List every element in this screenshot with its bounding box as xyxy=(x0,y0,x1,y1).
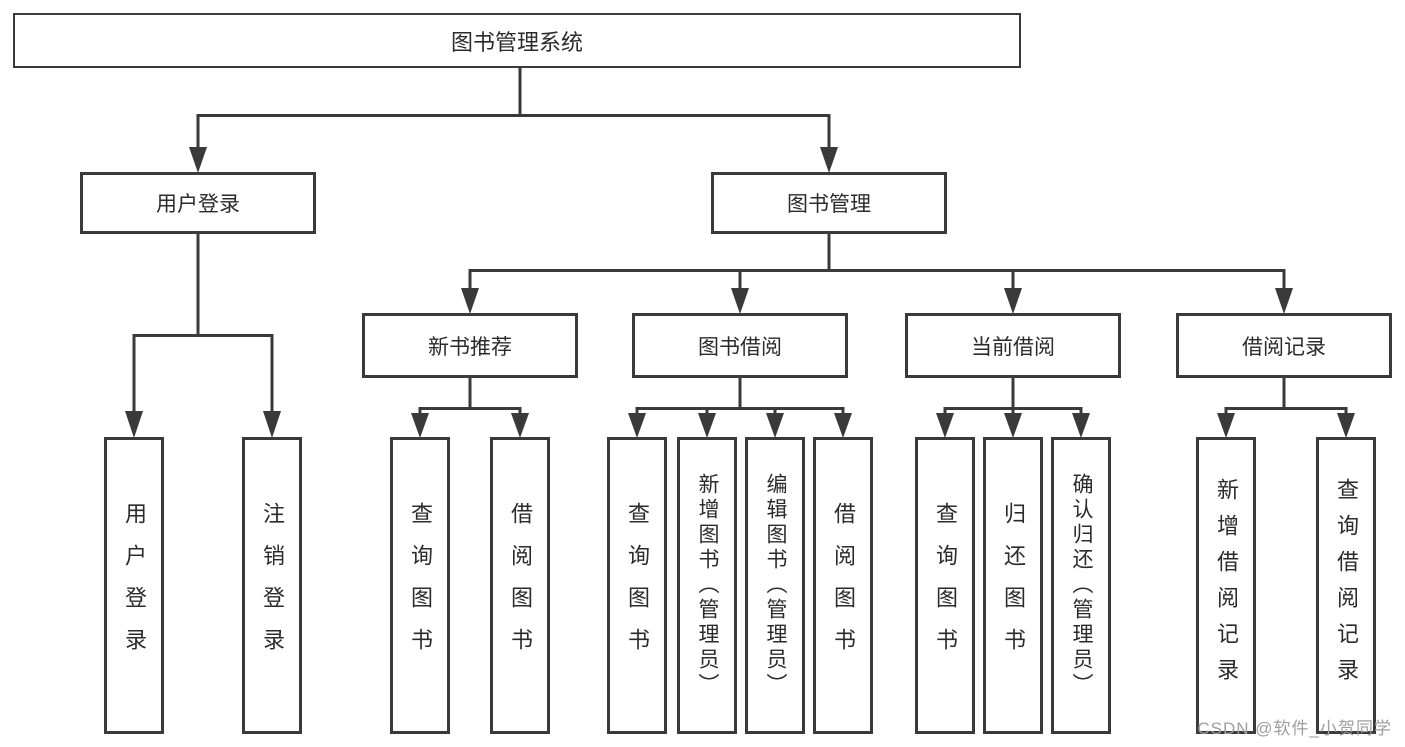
leaf-label: 查询图书 xyxy=(625,501,650,670)
leaf-logout: 注销登录 xyxy=(242,437,302,734)
node-book-borrow: 图书借阅 xyxy=(632,313,848,378)
arrowhead xyxy=(1275,288,1293,314)
arrowhead xyxy=(936,413,954,438)
leaf-borrow-books-recommend: 借阅图书 xyxy=(490,437,550,734)
leaf-add-books-admin: 新增图书（管理员） xyxy=(677,437,737,734)
leaf-label: 查询借阅记录 xyxy=(1334,477,1359,694)
node-library-system: 图书管理系统 xyxy=(13,13,1021,68)
arrowhead xyxy=(820,147,838,173)
leaf-query-books-borrow: 查询图书 xyxy=(607,437,667,734)
arrowhead xyxy=(1337,413,1355,438)
arrowhead xyxy=(628,413,646,438)
leaf-label: 用户登录 xyxy=(122,501,147,670)
leaf-query-books-recommend: 查询图书 xyxy=(390,437,450,734)
leaf-return-books: 归还图书 xyxy=(983,437,1043,734)
arrowhead xyxy=(834,413,852,438)
leaf-confirm-return-admin: 确认归还（管理员） xyxy=(1051,437,1111,734)
node-user-login: 用户登录 xyxy=(80,172,316,234)
leaf-label: 确认归还（管理员） xyxy=(1070,473,1093,698)
node-borrow-records: 借阅记录 xyxy=(1176,313,1392,378)
leaf-label: 新增借阅记录 xyxy=(1214,477,1239,694)
leaf-add-borrow-record: 新增借阅记录 xyxy=(1196,437,1256,734)
node-current-borrow: 当前借阅 xyxy=(905,313,1121,378)
csdn-watermark: CSDN @软件_小贺同学 xyxy=(1197,719,1392,738)
arrowhead xyxy=(511,413,529,438)
arrowhead xyxy=(189,147,207,173)
leaf-borrow-books: 借阅图书 xyxy=(813,437,873,734)
node-new-book-recommend: 新书推荐 xyxy=(362,313,578,378)
leaf-user-login: 用户登录 xyxy=(104,437,164,734)
leaf-edit-books-admin: 编辑图书（管理员） xyxy=(745,437,805,734)
arrowhead xyxy=(731,288,749,314)
arrowhead xyxy=(1004,288,1022,314)
leaf-label: 归还图书 xyxy=(1001,501,1026,670)
leaf-label: 借阅图书 xyxy=(508,501,533,670)
arrowhead xyxy=(1072,413,1090,438)
leaf-query-borrow-record: 查询借阅记录 xyxy=(1316,437,1376,734)
leaf-label: 借阅图书 xyxy=(831,501,856,670)
arrowhead xyxy=(411,413,429,438)
arrowhead xyxy=(766,413,784,438)
arrowhead xyxy=(125,411,143,438)
arrowhead xyxy=(1217,413,1235,438)
leaf-query-books-current: 查询图书 xyxy=(915,437,975,734)
arrowhead xyxy=(263,411,281,438)
leaf-label: 查询图书 xyxy=(408,501,433,670)
leaf-label: 编辑图书（管理员） xyxy=(764,473,787,698)
arrowhead xyxy=(1004,413,1022,438)
node-book-management: 图书管理 xyxy=(711,172,947,234)
arrowhead xyxy=(698,413,716,438)
leaf-label: 查询图书 xyxy=(933,501,958,670)
leaf-label: 新增图书（管理员） xyxy=(696,473,719,698)
arrowhead xyxy=(461,288,479,314)
leaf-label: 注销登录 xyxy=(260,501,285,670)
